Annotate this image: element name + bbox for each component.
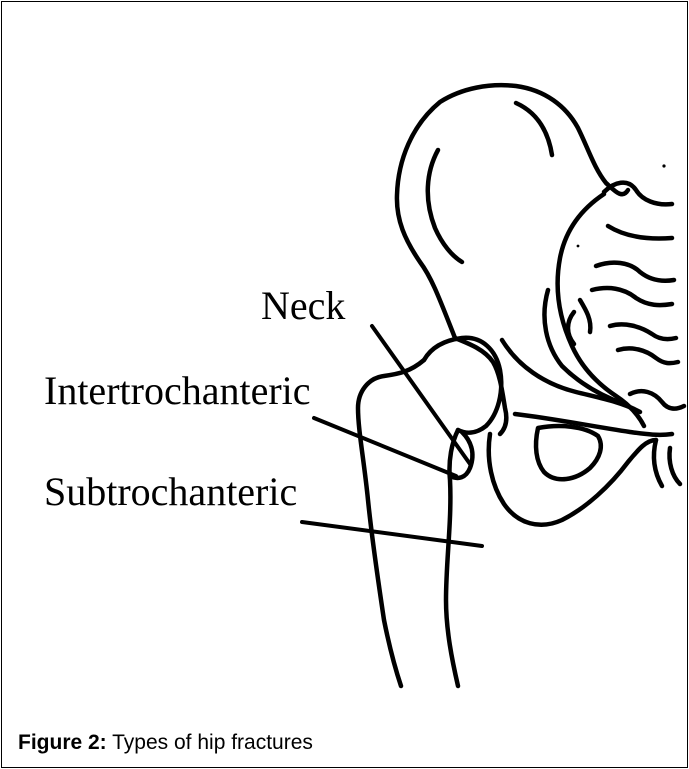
femur-lateral-outline bbox=[358, 360, 424, 686]
femur-medial-outline bbox=[446, 430, 458, 686]
label-neck: Neck bbox=[261, 283, 345, 328]
label-subtrochanteric: Subtrochanteric bbox=[44, 469, 297, 514]
ilium-inner-crest bbox=[516, 103, 552, 155]
sacral-foramen-1 bbox=[580, 300, 590, 332]
ilium-inner-curve bbox=[428, 150, 462, 262]
hip-diagram: Neck Intertrochanteric Subtrochanteric bbox=[0, 0, 689, 700]
sacral-foramen-2 bbox=[568, 312, 574, 344]
sacral-segment-2 bbox=[608, 226, 672, 239]
sacral-segment-6 bbox=[618, 348, 678, 363]
caption-text: Types of hip fractures bbox=[107, 731, 313, 754]
coccyx-segment bbox=[630, 391, 684, 408]
sacral-segment-1 bbox=[604, 183, 672, 205]
sacral-segment-4 bbox=[592, 288, 672, 305]
neck-fracture-line bbox=[372, 326, 470, 464]
intertrochanteric-fracture-line bbox=[314, 418, 456, 476]
pubic-symphysis-left bbox=[654, 440, 662, 486]
figure-caption: Figure 2: Types of hip fractures bbox=[18, 731, 313, 755]
pubic-symphysis-right bbox=[669, 448, 680, 484]
subtrochanteric-fracture-line bbox=[302, 522, 482, 546]
sacral-segment-5 bbox=[610, 324, 676, 339]
caption-label: Figure 2: bbox=[18, 731, 107, 754]
obturator-foramen bbox=[536, 426, 601, 479]
speck-2 bbox=[577, 245, 580, 248]
sacral-segment-3 bbox=[596, 263, 674, 281]
speck-1 bbox=[662, 164, 665, 167]
label-intertrochanteric: Intertrochanteric bbox=[44, 368, 311, 413]
iliac-body bbox=[455, 338, 506, 434]
